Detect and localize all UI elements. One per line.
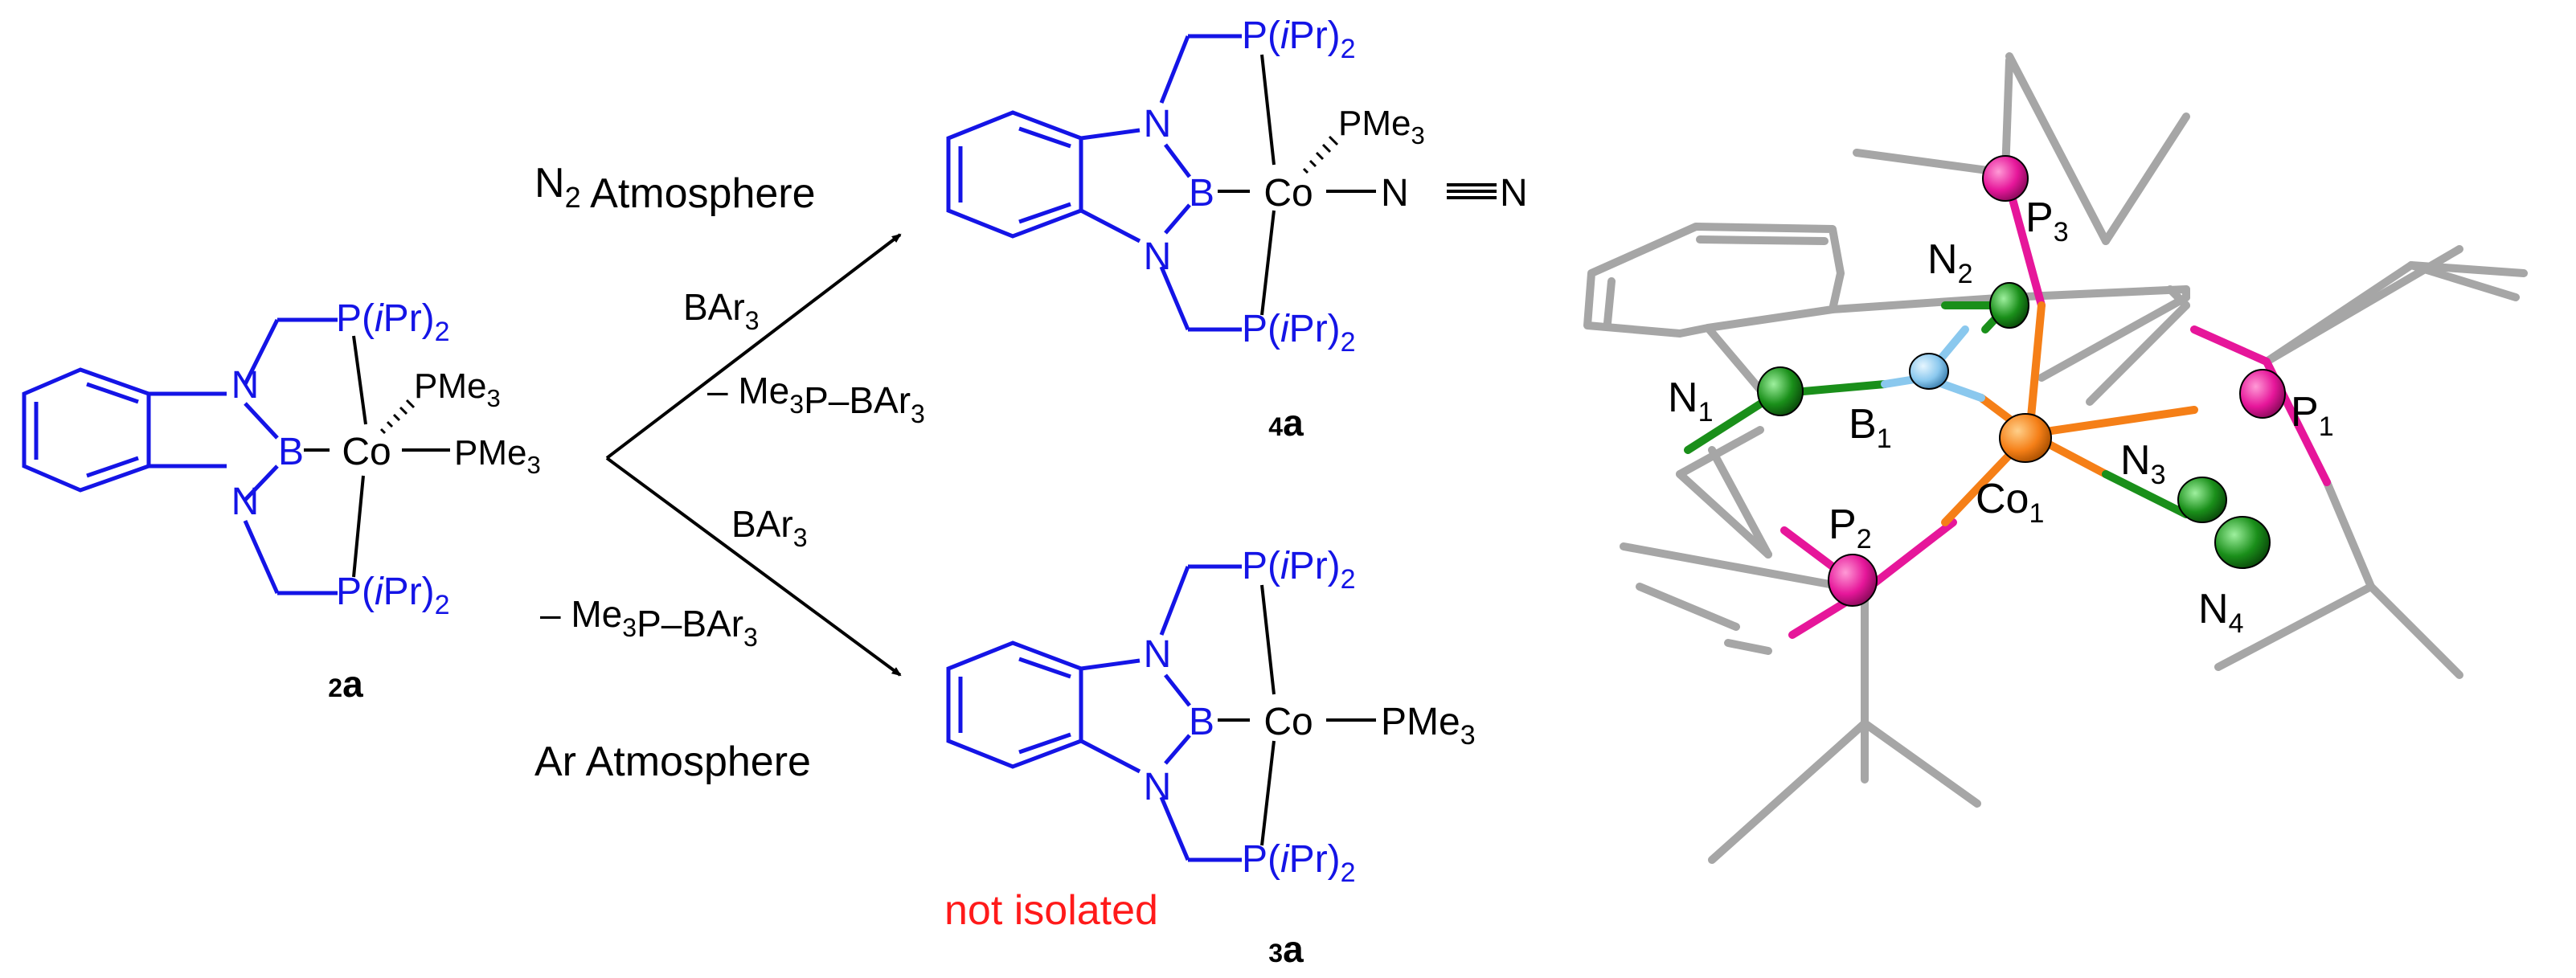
n3-atom	[2177, 477, 2227, 523]
compound-3a-ligand-bonds	[946, 564, 1242, 862]
compound-4a-pipr2-top: P(iPr)2	[1242, 14, 1356, 64]
compound-2a-hashed-bond	[379, 399, 416, 435]
atom-label-n4: N4	[2198, 586, 2243, 639]
lower-reagent: BAr3	[731, 503, 807, 552]
compound-2a-pipr2-top: P(iPr)2	[336, 297, 450, 347]
compound-2a: N N B Co P(iPr)2 P(iPr)2 PMe3 PMe3 2a	[22, 297, 541, 705]
compound-4a-n-atom-1: N	[1381, 172, 1409, 215]
atom-label-p2: P2	[1829, 501, 1872, 554]
compound-4a-pme3: PMe3	[1338, 104, 1425, 149]
compound-2a-metal-bonds	[304, 335, 450, 578]
compound-3a-metal-bonds	[1218, 584, 1376, 846]
compound-2a-ligand-bonds	[22, 317, 338, 595]
compound-3a-boron: B	[1189, 701, 1214, 743]
compound-3a-note: not isolated	[944, 887, 1158, 934]
compound-2a-n-top: N	[231, 364, 260, 407]
compound-2a-boron: B	[278, 431, 304, 473]
lower-condition: Ar Atmosphere	[534, 739, 811, 785]
crystal-structure: P3 N2 N1 B1 Co1 N3 P1 P2 N4	[1583, 52, 2528, 864]
compound-4a-label: 4a	[1268, 402, 1304, 444]
compound-3a-cobalt: Co	[1263, 701, 1313, 743]
atom-label-n3: N3	[2120, 437, 2165, 490]
upper-byproduct: – Me3P–BAr3	[707, 370, 925, 428]
compound-3a-pipr2-bottom: P(iPr)2	[1242, 838, 1356, 888]
reaction-arrows	[605, 233, 902, 677]
compound-3a-pipr2-top: P(iPr)2	[1242, 545, 1356, 595]
compound-2a-label: 2a	[328, 663, 363, 705]
compound-4a-ligand-bonds	[946, 34, 1242, 332]
upper-condition: N2 Atmosphere	[534, 160, 816, 217]
compound-3a-label: 3a	[1268, 928, 1304, 970]
compound-4a-n-bottom: N	[1144, 235, 1172, 278]
atom-labels: P3 N2 N1 B1 Co1 N3 P1 P2 N4	[1668, 194, 2334, 639]
compound-4a-n-atom-2: N	[1500, 172, 1528, 215]
atom-spheres	[1757, 155, 2286, 607]
atom-label-co1: Co1	[1976, 476, 2044, 529]
carbon-skeleton	[1583, 52, 2528, 864]
co1-atom	[1999, 413, 2052, 463]
compound-2a-pme3-right: PMe3	[454, 433, 541, 479]
n2-atom	[1989, 282, 2029, 329]
arrow-lower	[605, 456, 902, 677]
compound-3a-pme3: PMe3	[1381, 701, 1476, 751]
atom-label-p1: P1	[2291, 389, 2334, 442]
upper-reagent: BAr3	[683, 286, 759, 335]
compound-2a-pipr2-bottom: P(iPr)2	[336, 571, 450, 620]
p3-atom	[1982, 155, 2029, 202]
compound-2a-cobalt: Co	[342, 431, 391, 473]
compound-2a-pme3-up: PMe3	[414, 366, 501, 412]
compound-4a-cobalt: Co	[1263, 172, 1313, 215]
n1-atom	[1757, 366, 1804, 416]
compound-3a: N N B Co P(iPr)2 P(iPr)2 PMe3 not isolat…	[944, 545, 1476, 970]
atom-label-b1: B1	[1849, 401, 1892, 454]
p1-atom	[2239, 369, 2286, 419]
compound-4a-metal-bonds	[1218, 54, 1497, 316]
compound-4a-n-top: N	[1144, 103, 1172, 145]
p2-atom	[1828, 554, 1878, 607]
n4-atom	[2214, 516, 2271, 569]
compound-4a: N N B Co P(iPr)2 P(iPr)2 PMe3 N N 4a	[946, 14, 1528, 444]
lower-byproduct: – Me3P–BAr3	[540, 593, 758, 652]
atom-label-n2: N2	[1927, 236, 1972, 289]
compound-4a-hashed-bond	[1302, 135, 1339, 174]
b1-atom	[1909, 353, 1949, 390]
compound-3a-n-top: N	[1144, 633, 1172, 676]
arrow-upper	[605, 233, 902, 460]
atom-label-p3: P3	[2025, 194, 2069, 248]
compound-3a-n-bottom: N	[1144, 766, 1172, 808]
atom-label-n1: N1	[1668, 374, 1713, 428]
compound-2a-n-bottom: N	[231, 481, 260, 523]
compound-4a-boron: B	[1189, 172, 1214, 215]
compound-4a-pipr2-bottom: P(iPr)2	[1242, 308, 1356, 358]
